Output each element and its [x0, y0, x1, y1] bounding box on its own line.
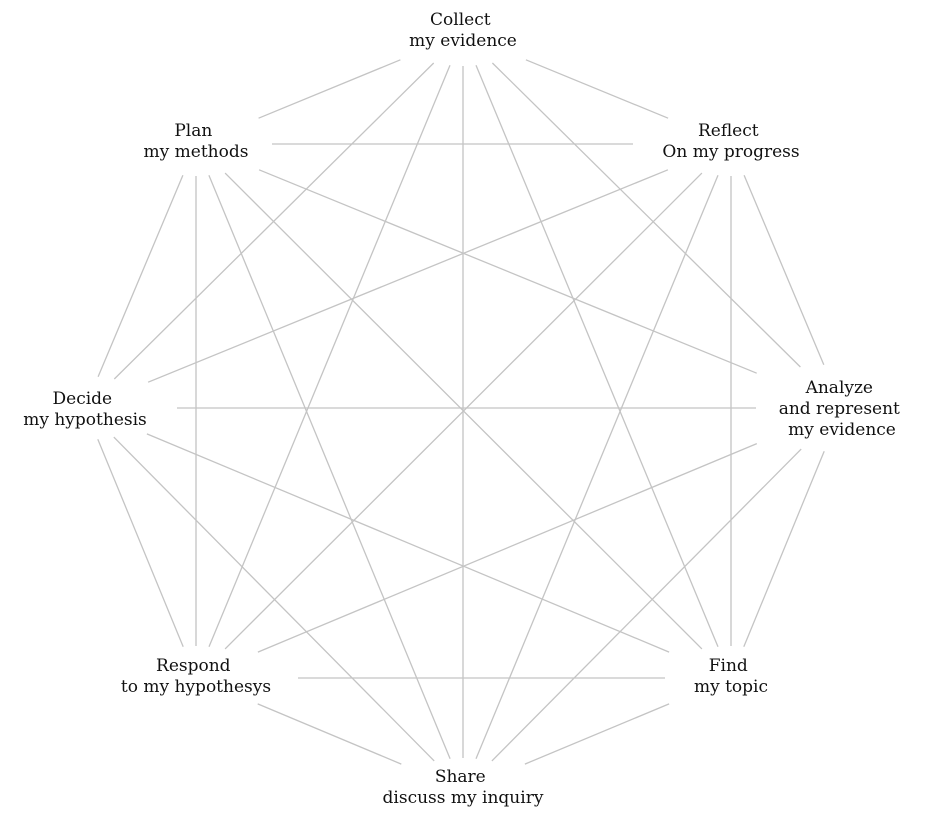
node-plan-line-2: my methods: [144, 142, 249, 162]
node-share-line-1: Share: [435, 767, 486, 787]
edge-share-respond: [257, 703, 402, 765]
edge-respond-decide: [97, 438, 184, 648]
edge-collect-reflect: [525, 59, 669, 119]
edge-reflect-share: [475, 174, 719, 760]
node-reflect-line-1: Reflect: [698, 121, 759, 141]
node-share-line-2: discuss my inquiry: [383, 788, 544, 808]
node-analyze-line-1: Analyze: [805, 378, 873, 398]
edge-share-plan: [208, 174, 451, 760]
edge-collect-plan: [258, 59, 401, 119]
edge-decide-plan: [97, 174, 184, 378]
node-analyze-line-3: my evidence: [788, 420, 896, 440]
node-reflect: Reflect On my progress: [662, 121, 799, 162]
edge-reflect-analyze: [743, 174, 825, 366]
node-find-line-2: my topic: [694, 677, 768, 697]
edge-reflect-decide: [147, 169, 669, 383]
edge-analyze-find: [743, 450, 825, 648]
node-find: Find my topic: [694, 656, 768, 697]
node-collect: Collect my evidence: [409, 10, 517, 51]
node-analyze: Analyze and represent my evidence: [779, 378, 906, 440]
node-respond-line-2: to my hypothesys: [121, 677, 271, 697]
edge-share-decide: [113, 436, 435, 762]
edge-collect-find: [475, 64, 719, 648]
node-analyze-line-2: and represent: [779, 399, 900, 419]
node-respond-line-1: Respond: [156, 656, 231, 676]
edge-analyze-plan: [258, 169, 757, 374]
node-decide: Decide my hypothesis: [23, 389, 147, 430]
node-layer: Collect my evidence Reflect On my progre…: [23, 10, 906, 808]
node-decide-line-1: Decide: [53, 389, 113, 409]
edge-analyze-share: [491, 448, 802, 762]
node-share: Share discuss my inquiry: [383, 767, 544, 808]
node-reflect-line-2: On my progress: [662, 142, 799, 162]
node-plan: Plan my methods: [144, 121, 249, 162]
node-collect-line-2: my evidence: [409, 31, 517, 51]
edge-collect-respond: [208, 64, 451, 648]
node-collect-line-1: Collect: [430, 10, 491, 30]
edge-collect-analyze: [491, 62, 801, 368]
edge-find-decide: [146, 433, 670, 653]
edge-layer: [97, 59, 825, 765]
node-plan-line-1: Plan: [174, 121, 212, 141]
edge-find-share: [524, 703, 670, 765]
node-respond: Respond to my hypothesys: [121, 656, 271, 697]
node-decide-line-2: my hypothesis: [23, 410, 147, 430]
edge-analyze-respond: [257, 443, 758, 653]
node-find-line-1: Find: [709, 656, 748, 676]
edge-find-plan: [224, 172, 703, 650]
